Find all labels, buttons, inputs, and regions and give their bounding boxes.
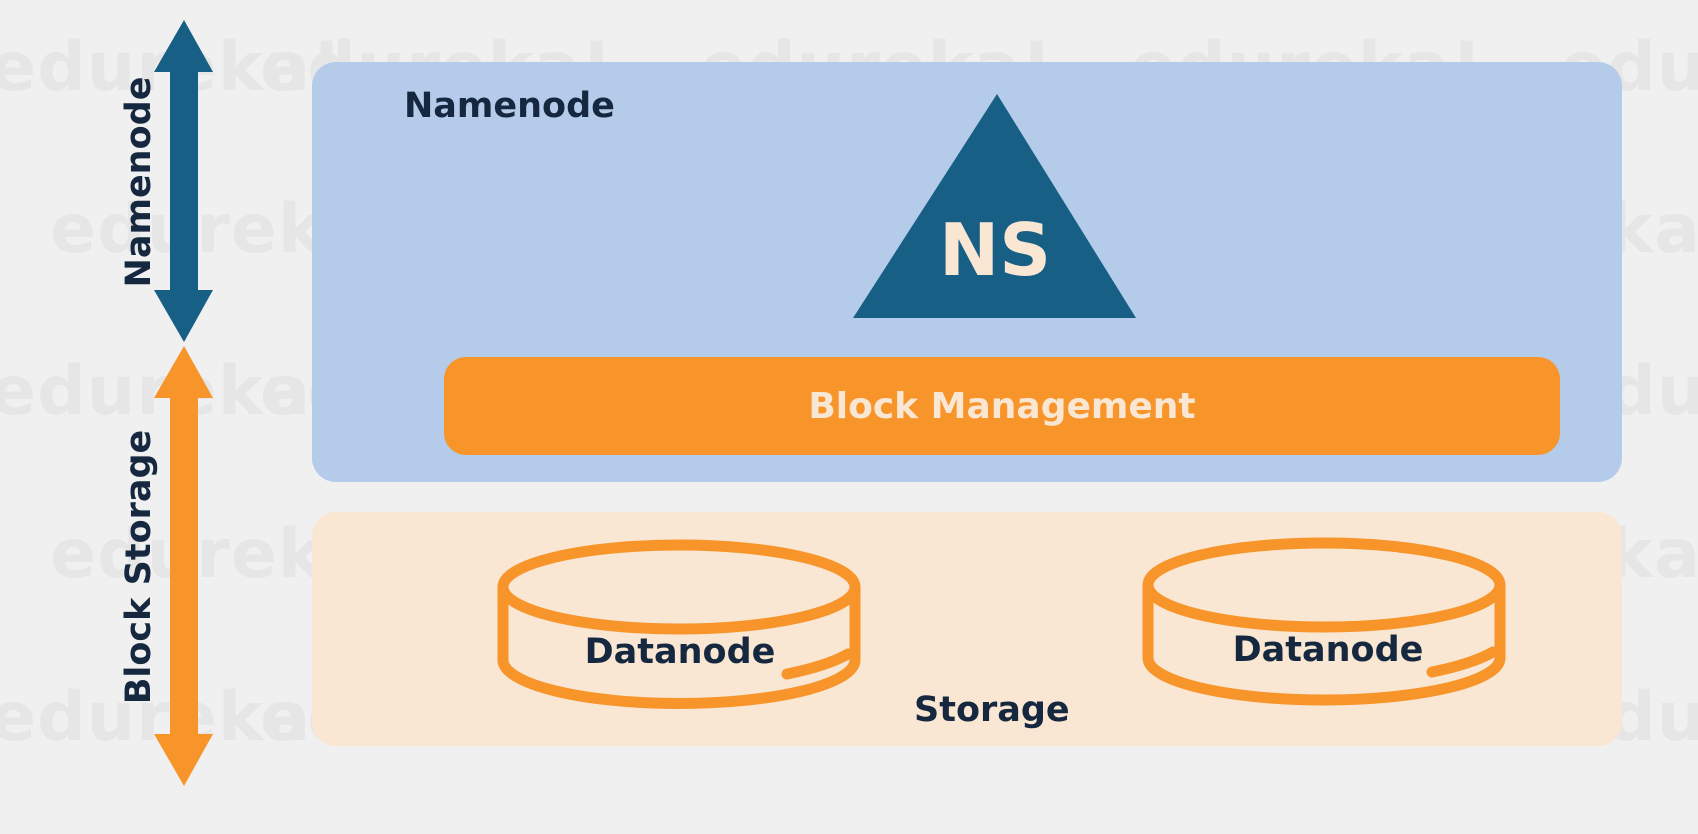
ns-label: NS	[938, 208, 1052, 292]
block-management-label: Block Management	[808, 385, 1196, 427]
datanode-label: Datanode	[584, 632, 776, 672]
datanode-cylinder	[1142, 537, 1506, 706]
datanode-cylinder	[497, 539, 861, 709]
block-storage-arrow	[154, 346, 213, 786]
namenode-axis-label: Namenode	[119, 76, 159, 288]
namenode-title: Namenode	[404, 86, 615, 126]
datanode-label: Datanode	[1232, 630, 1424, 670]
storage-title: Storage	[914, 690, 1070, 730]
block-management-bar: Block Management	[444, 357, 1560, 455]
block-storage-axis-label: Block Storage	[119, 429, 159, 705]
ns-triangle	[853, 94, 1136, 318]
namenode-arrow	[154, 20, 213, 342]
